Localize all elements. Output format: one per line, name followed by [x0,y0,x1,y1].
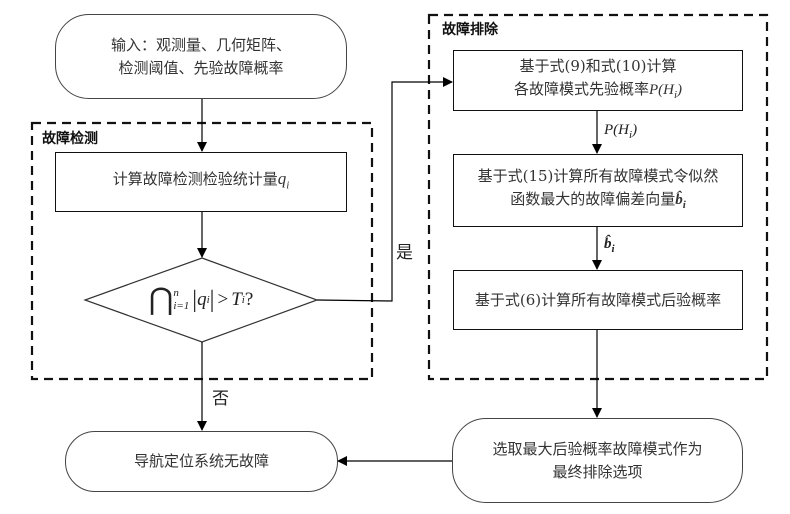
question-mark: ? [244,289,254,310]
input-line-2: 检测阈值、先验故障概率 [118,58,284,77]
prior-probability-box: 基于式(9)和式(10)计算 各故障模式先验概率P(Hi) [453,50,743,111]
bias-line-1: 基于式(15)计算所有故障模式令似然 [477,166,719,185]
group-box-exclusion [427,13,769,381]
operator-lower: i=1 [173,300,190,312]
threshold-sub: i [241,294,245,306]
posterior-text: 基于式(6)计算所有故障模式后验概率 [474,290,722,309]
statistic-sub: i [286,179,290,192]
abs-bar-left: | [192,286,198,313]
input-terminal: 输入：观测量、几何矩阵、 检测阈值、先验故障概率 [55,14,347,99]
prior-var-sub: i [673,88,678,101]
compute-statistic-text-wrap: 计算故障检测检验统计量qi [113,167,290,197]
edge-prior-close: ) [632,122,638,138]
bias-vector-box: 基于式(15)计算所有故障模式令似然 函数最大的故障偏差向量b̂i [453,154,743,227]
edge-bias-sub: i [611,243,615,255]
bias-var-main: b̂ [675,191,683,208]
edge-prior-var: P(H [604,122,629,138]
comparison: > [217,289,229,310]
prior-var-close: ) [677,81,683,98]
no-fault-text: 导航定位系统无故障 [133,452,269,470]
prior-line-2: 各故障模式先验概率 [513,79,649,98]
bias-line-2: 函数最大的故障偏差向量 [510,189,676,208]
threshold: T [231,289,242,310]
prior-line-2-wrap: 各故障模式先验概率P(Hi) [514,78,682,107]
decision-var: q [197,289,207,310]
compute-statistic-box: 计算故障检测检验统计量qi [55,152,347,212]
intersection-operator: ⋂ [148,283,174,316]
prior-line-1: 基于式(9)和式(10)计算 [519,56,677,75]
select-line-1: 选取最大后验概率故障模式作为 [492,439,703,458]
compute-statistic-text: 计算故障检测检验统计量 [112,169,278,188]
prior-var: P(Hi) [648,81,683,101]
select-line-2: 最终排除选项 [552,462,643,481]
edge-bias-var: b̂ [604,236,612,252]
decision-var-sub: i [206,294,210,306]
no-label: 否 [212,389,229,409]
statistic-variable: qi [277,168,290,192]
prior-var-main: P(H [648,81,674,98]
bias-var-sub: i [682,198,686,211]
operator-limits: n i=1 [173,287,189,313]
operator-upper: n [173,287,179,299]
edge-label-bias: b̂i [604,236,615,255]
input-line-1: 输入：观测量、几何矩阵、 [110,35,291,54]
no-fault-terminal: 导航定位系统无故障 [65,431,338,492]
select-terminal: 选取最大后验概率故障模式作为 最终排除选项 [452,418,743,503]
edge-label-prior: P(Hi) [604,122,637,141]
group-title-detection: 故障检测 [42,131,98,147]
edge-yes [316,77,453,302]
abs-bar-right: | [209,286,215,313]
edge-prior-sub: i [629,129,633,141]
bias-var: b̂i [675,191,686,211]
bias-line-2-wrap: 函数最大的故障偏差向量b̂i [510,188,686,217]
group-title-exclusion: 故障排除 [442,22,498,38]
statistic-var: q [277,168,287,188]
yes-label: 是 [396,243,413,263]
posterior-probability-box: 基于式(6)计算所有故障模式后验概率 [453,270,743,330]
